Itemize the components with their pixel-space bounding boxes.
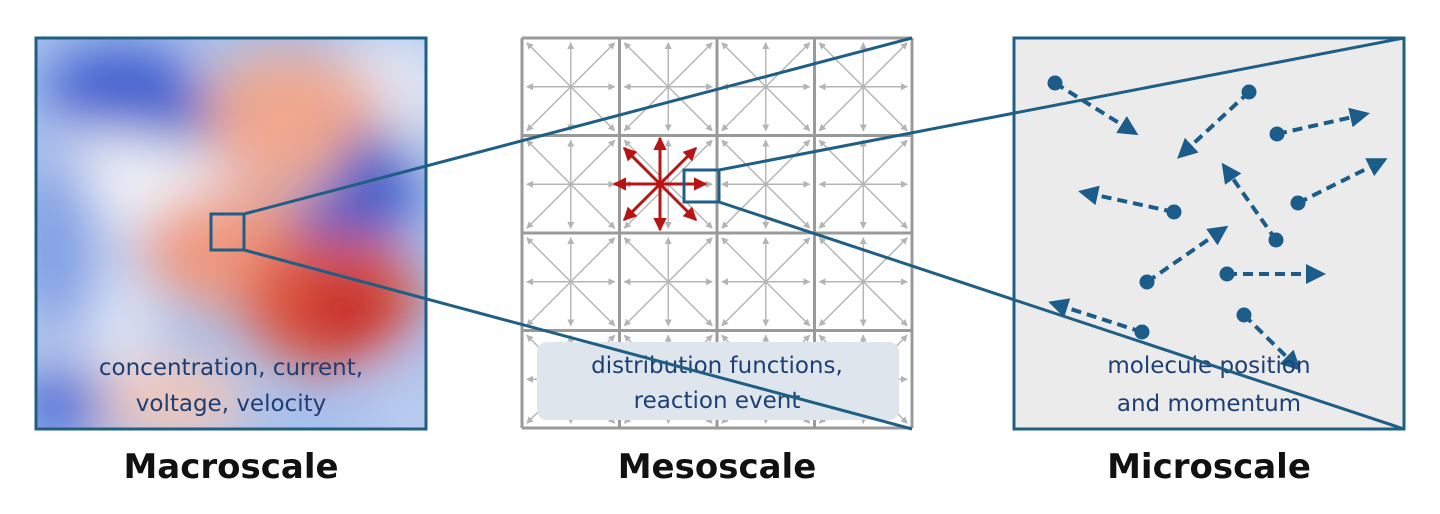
lattice-velocity-arrow [570, 237, 616, 283]
reaction-arrow [622, 182, 662, 222]
molecule [1290, 158, 1388, 211]
reaction-arrow [622, 146, 662, 186]
lattice-velocity-arrow [526, 42, 572, 88]
reaction-arrow [658, 182, 698, 222]
zoom-connectors [243, 36, 1405, 431]
lattice-velocity-arrow [721, 237, 767, 283]
macro-zoom-box [209, 212, 246, 252]
lattice-velocity-arrow [570, 139, 616, 185]
connector-macro-top [243, 36, 913, 216]
molecule-dot [1134, 324, 1150, 340]
molecule-dot [1269, 126, 1285, 142]
molecule [1177, 84, 1257, 159]
lattice-velocity-arrow [570, 42, 616, 88]
lattice-velocity-arrow [765, 139, 811, 185]
lattice-velocity-arrow [765, 183, 811, 229]
molecule [1269, 107, 1370, 142]
microscale-label: Microscale [1107, 447, 1311, 487]
lattice-velocity-arrow [818, 139, 864, 185]
lattice-velocity-arrow [667, 139, 713, 185]
meso-caption-line-1: distribution functions, [591, 353, 843, 379]
molecule-dot [1236, 307, 1252, 323]
lattice-velocity-arrow [862, 281, 908, 327]
connector-meso-top [718, 36, 1405, 172]
lattice-velocity-arrow [623, 42, 669, 88]
reaction-arrow [658, 146, 698, 186]
lattice-velocity-arrow [818, 86, 864, 132]
lattice-velocity-arrow [818, 237, 864, 283]
lattice-velocity-arrow [721, 139, 767, 185]
lattice-velocity-arrow [623, 237, 669, 283]
lattice-velocity-arrow [667, 86, 713, 132]
lattice-velocity-arrow [765, 86, 811, 132]
lattice-velocity-arrow [862, 42, 908, 88]
molecule-dot [1290, 195, 1306, 211]
lattice-velocity-arrow [570, 86, 616, 132]
micro-caption-line-2: and momentum [1117, 391, 1301, 417]
lattice-velocity-arrow [667, 42, 713, 88]
lattice-velocity-arrow [526, 183, 572, 229]
molecule-dot [1166, 204, 1182, 220]
macro-caption-line-1: concentration, current, [99, 355, 363, 381]
molecule-dot [1139, 274, 1155, 290]
lattice-velocity-arrow [526, 281, 572, 327]
lattice-velocity-arrow [765, 281, 811, 327]
micro-molecules [1047, 75, 1388, 371]
meso-panel: distribution functions, reaction event [520, 36, 914, 430]
lattice-velocity-arrow [862, 86, 908, 132]
micro-frame [1012, 36, 1406, 431]
lattice-velocity-arrow [818, 183, 864, 229]
molecule [1219, 264, 1326, 284]
lattice-velocity-arrow [862, 237, 908, 283]
meso-zoom-box [682, 168, 721, 204]
lattice-velocity-arrow [721, 86, 767, 132]
macroscale-label: Macroscale [123, 447, 338, 487]
macro-caption-line-2: voltage, velocity [136, 391, 326, 417]
macro-frame [34, 36, 428, 431]
lattice-velocity-arrow [862, 139, 908, 185]
meso-reaction-event [612, 136, 708, 232]
micro-caption-line-1: molecule position [1107, 353, 1310, 379]
macro-field-map [36, 38, 426, 429]
connector-macro-bottom [243, 248, 913, 431]
molecule [1047, 75, 1139, 136]
molecule [1048, 298, 1150, 340]
lattice-velocity-arrow [765, 237, 811, 283]
momentum-arrow [1242, 313, 1301, 371]
lattice-velocity-arrow [862, 183, 908, 229]
lattice-velocity-arrow [818, 42, 864, 88]
molecule [1139, 225, 1229, 290]
lattice-velocity-arrow [570, 183, 616, 229]
lattice-velocity-arrow [667, 281, 713, 327]
momentum-arrow [1297, 158, 1388, 205]
molecule-dot [1219, 266, 1235, 282]
mesoscale-label: Mesoscale [618, 447, 817, 487]
lattice-velocity-arrow [721, 183, 767, 229]
micro-panel: molecule position and momentum [1012, 36, 1406, 431]
lattice-velocity-arrow [526, 86, 572, 132]
molecule-dot [1268, 232, 1284, 248]
lattice-velocity-arrow [623, 183, 669, 229]
lattice-velocity-arrow [721, 42, 767, 88]
lattice-velocity-arrow [623, 281, 669, 327]
lattice-velocity-arrow [667, 183, 713, 229]
molecule [1078, 185, 1182, 220]
lattice-velocity-arrow [765, 42, 811, 88]
lattice-velocity-arrow [667, 237, 713, 283]
lattice-velocity-arrow [818, 281, 864, 327]
lattice-velocity-arrow [721, 281, 767, 327]
molecule [1221, 162, 1284, 248]
lattice-velocity-arrow [570, 281, 616, 327]
molecule-dot [1047, 75, 1063, 91]
macro-panel: concentration, current, voltage, velocit… [34, 36, 428, 431]
lattice-velocity-arrow [623, 139, 669, 185]
molecule [1236, 307, 1301, 371]
lattice-velocity-arrow [526, 237, 572, 283]
connector-meso-bottom [718, 200, 1405, 431]
lattice-velocity-arrow [526, 139, 572, 185]
molecule-dot [1241, 84, 1257, 100]
